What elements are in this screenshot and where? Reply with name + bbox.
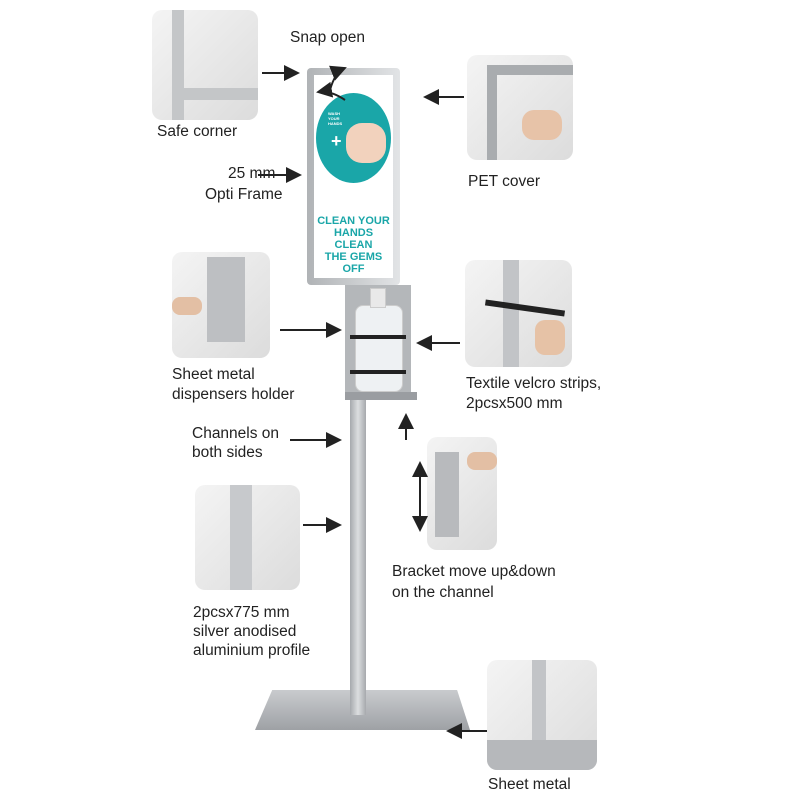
velcro-label: 2pcsx500 mm xyxy=(466,395,563,412)
velcro-strap xyxy=(350,335,406,339)
bracket-label: Bracket move up&down xyxy=(392,563,556,580)
dispenser-holder-photo xyxy=(172,252,270,358)
poster: WASH YOUR HANDS + CLEAN YOUR HANDS CLEAN… xyxy=(314,75,393,278)
snap-open-label: Snap open xyxy=(290,29,365,46)
frame-size-label: 25 mm xyxy=(228,165,276,182)
holder-label: Sheet metal xyxy=(172,366,255,383)
bottle-pump xyxy=(370,288,386,308)
frame-name-label: Opti Frame xyxy=(205,186,283,203)
holder-shelf xyxy=(345,392,417,400)
plus-icon: + xyxy=(331,131,342,151)
snap-arrow xyxy=(329,65,347,91)
poster-line: THE GEMS OFF xyxy=(324,251,383,275)
snap-arrow xyxy=(316,81,346,101)
poster-circle: WASH YOUR HANDS + xyxy=(316,93,391,183)
poster-badge: WASH YOUR HANDS xyxy=(328,111,343,126)
snap-frame: WASH YOUR HANDS + CLEAN YOUR HANDS CLEAN… xyxy=(307,68,400,285)
safe-corner-label: Safe corner xyxy=(157,123,238,140)
channels-label: Channels on xyxy=(192,425,280,442)
profile-label: 2pcsx775 mm xyxy=(193,604,290,621)
velcro-strips-photo xyxy=(465,260,572,367)
base-plate-photo xyxy=(487,660,597,770)
velcro-label: Textile velcro strips, xyxy=(466,375,602,392)
pet-cover-photo xyxy=(467,55,573,160)
pet-cover-label: PET cover xyxy=(468,173,541,190)
poster-line: HANDS CLEAN xyxy=(333,227,374,251)
hands-illustration xyxy=(346,123,386,163)
bracket-label: on the channel xyxy=(392,584,494,601)
velcro-strap xyxy=(350,370,406,374)
safe-corner-photo xyxy=(152,10,258,120)
aluminium-profile-photo xyxy=(195,485,300,590)
profile-label: aluminium profile xyxy=(193,642,311,659)
profile-label: silver anodised xyxy=(193,623,297,640)
bracket-photo xyxy=(427,437,497,550)
channels-label: both sides xyxy=(192,444,263,461)
base-label: Sheet metal xyxy=(488,776,571,793)
soap-bottle xyxy=(355,305,403,392)
poster-line: CLEAN YOUR xyxy=(317,215,390,227)
holder-label: dispensers holder xyxy=(172,386,295,403)
